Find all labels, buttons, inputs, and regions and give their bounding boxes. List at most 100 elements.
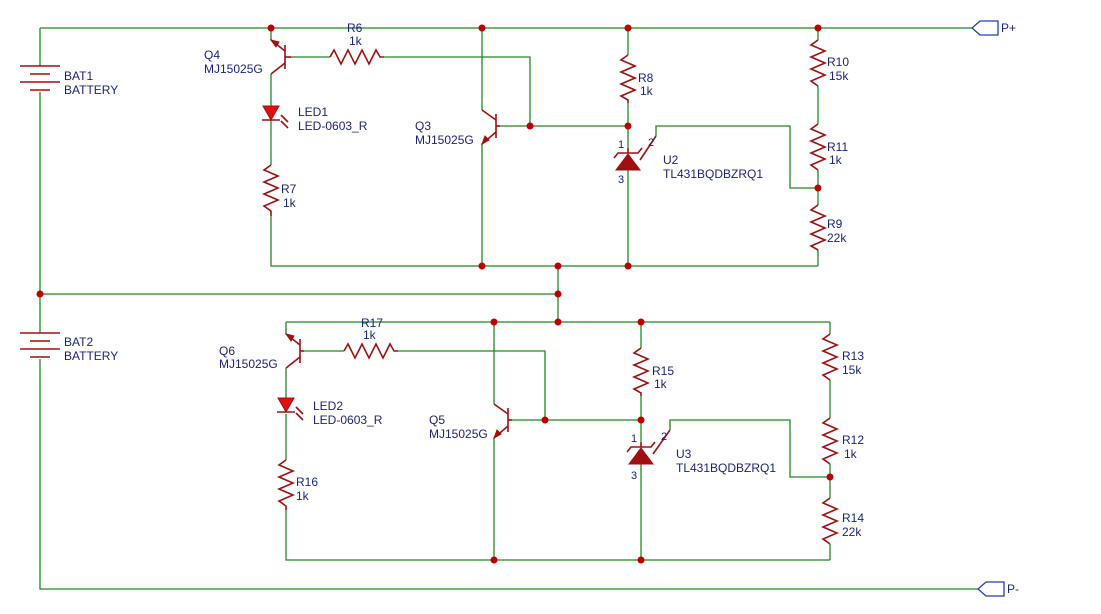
component-ref: R10 [827, 55, 849, 69]
resistor-icon [261, 164, 281, 216]
transistor-q4[interactable]: Q4 MJ15025G [204, 39, 291, 76]
resistor-icon [343, 342, 398, 360]
component-ref: R17 [361, 316, 383, 330]
port-label: P- [1007, 582, 1019, 596]
pin-number: 3 [618, 174, 624, 186]
junction-dot [478, 262, 486, 270]
junction-dot [814, 184, 822, 192]
junction-dot [554, 290, 562, 298]
component-value: 15k [842, 363, 862, 377]
resistor-r7[interactable]: R7 1k [261, 164, 297, 216]
resistor-icon [808, 123, 828, 171]
wires [39, 27, 978, 590]
battery-icon [20, 332, 60, 358]
led-led2[interactable]: LED2 LED-0603_R [277, 397, 383, 427]
component-ref: R11 [827, 140, 848, 154]
port-flag-icon [971, 20, 999, 36]
pin-number: 2 [648, 137, 654, 149]
npn-transistor-icon [284, 333, 304, 369]
resistor-r16[interactable]: R16 1k [276, 459, 318, 510]
port-flag-icon [977, 581, 1005, 597]
component-ref: BAT2 [64, 335, 93, 349]
shunt-regulator-icon [626, 429, 671, 465]
resistor-r8[interactable]: R8 1k [618, 54, 654, 103]
battery-bat1[interactable]: BAT1 BATTERY [20, 65, 118, 97]
npn-transistor-icon [481, 109, 500, 146]
junction-dot [814, 24, 822, 32]
led-led1[interactable]: LED1 LED-0603_R [262, 105, 368, 133]
component-ref: U3 [676, 447, 692, 461]
junction-dot [637, 318, 645, 326]
port-p-minus[interactable]: P- [977, 581, 1019, 597]
component-ref: Q5 [429, 413, 445, 427]
component-ref: Q4 [204, 48, 220, 62]
battery-bat2[interactable]: BAT2 BATTERY [20, 332, 118, 363]
component-value: TL431BQDBZRQ1 [676, 461, 776, 475]
transistor-q5[interactable]: Q5 MJ15025G [429, 403, 512, 441]
resistor-r9[interactable]: R9 22k [808, 204, 847, 251]
resistor-r11[interactable]: R11 1k [808, 123, 848, 171]
component-ref: LED2 [313, 399, 343, 413]
resistor-r10[interactable]: R10 15k [808, 39, 849, 87]
component-ref: BAT1 [64, 69, 93, 83]
component-value: 1k [640, 84, 654, 98]
component-value: MJ15025G [415, 133, 474, 147]
npn-transistor-icon [493, 403, 512, 440]
regulator-u3[interactable]: 1 2 3 U3 TL431BQDBZRQ1 [626, 429, 776, 482]
component-ref: Q3 [415, 119, 431, 133]
component-value: 1k [296, 489, 310, 503]
component-value: 1k [363, 328, 377, 342]
junction-dot [526, 122, 534, 130]
led-icon [262, 105, 289, 129]
junction-dot [267, 24, 275, 32]
component-ref: R12 [842, 433, 864, 447]
component-ref: R14 [842, 511, 864, 525]
component-ref: LED1 [298, 105, 328, 119]
resistor-r17[interactable]: R17 1k [343, 316, 398, 360]
resistor-icon [618, 54, 638, 103]
junction-dot [637, 556, 645, 564]
component-value: MJ15025G [429, 427, 488, 441]
resistor-r6[interactable]: R6 1k [329, 21, 384, 66]
resistor-icon [820, 497, 840, 545]
resistor-r12[interactable]: R12 1k [820, 417, 864, 465]
resistor-icon [276, 459, 296, 510]
resistor-r13[interactable]: R13 15k [820, 333, 864, 381]
component-value: 1k [829, 153, 843, 167]
junction-dot [554, 262, 562, 270]
component-value: LED-0603_R [298, 119, 368, 133]
junction-dot [490, 318, 498, 326]
component-value: 22k [842, 525, 862, 539]
component-value: 1k [844, 447, 858, 461]
component-ref: U2 [663, 153, 679, 167]
led-icon [277, 397, 304, 421]
junction-dot [624, 122, 632, 130]
transistor-q3[interactable]: Q3 MJ15025G [415, 109, 500, 147]
resistor-r14[interactable]: R14 22k [820, 497, 864, 545]
port-label: P+ [1001, 21, 1016, 35]
regulator-u2[interactable]: 1 2 3 U2 TL431BQDBZRQ1 [613, 135, 763, 186]
pin-number: 1 [631, 433, 637, 445]
component-ref: R15 [652, 364, 674, 378]
component-value: 15k [829, 69, 849, 83]
component-ref: R8 [638, 71, 654, 85]
port-p-plus[interactable]: P+ [971, 20, 1016, 36]
junctions [36, 24, 834, 564]
transistor-q6[interactable]: Q6 MJ15025G [219, 333, 304, 371]
component-value: LED-0603_R [313, 413, 383, 427]
component-value: 1k [283, 196, 297, 210]
resistor-r15[interactable]: R15 1k [631, 347, 674, 396]
shunt-regulator-icon [613, 135, 657, 171]
junction-dot [624, 24, 632, 32]
resistor-icon [820, 417, 840, 465]
battery-icon [20, 65, 60, 91]
pin-number: 3 [631, 470, 637, 482]
junction-dot [36, 290, 44, 298]
resistor-icon [808, 39, 828, 87]
component-value: BATTERY [64, 83, 118, 97]
pin-number: 1 [618, 139, 624, 151]
resistor-icon [329, 48, 384, 66]
component-ref: Q6 [219, 344, 235, 358]
junction-dot [490, 556, 498, 564]
